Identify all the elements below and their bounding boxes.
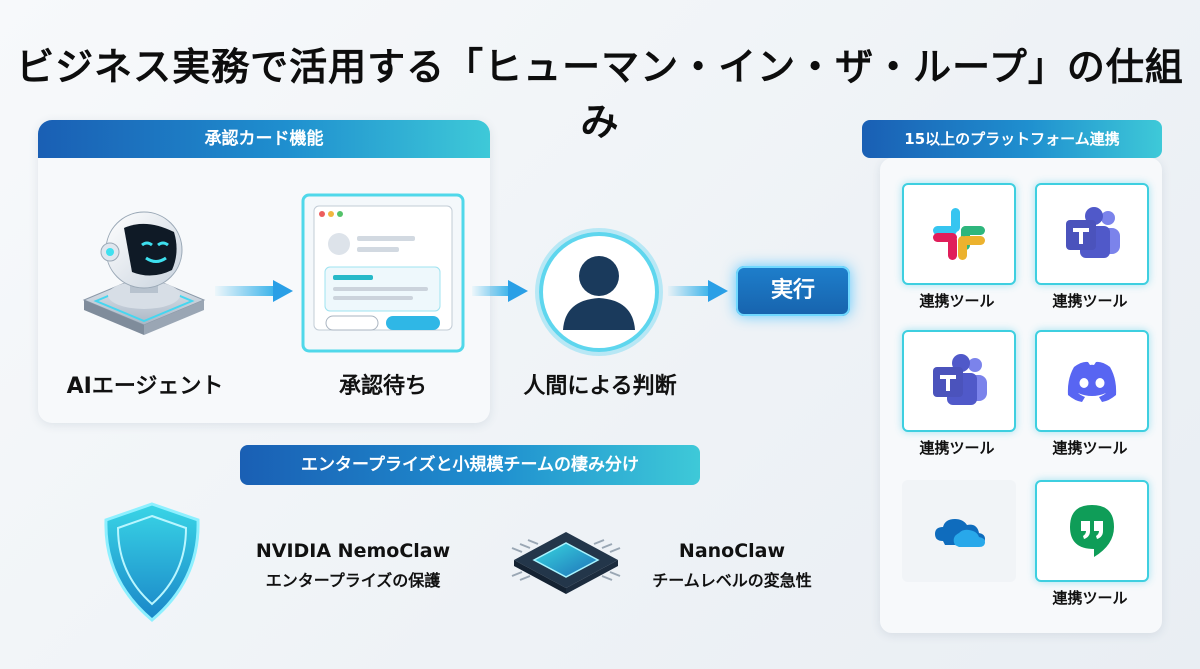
flow-arrow-3 <box>668 280 728 302</box>
step-label-awaiting-approval: 承認待ち <box>338 374 427 399</box>
flow-arrow-1 <box>215 280 293 302</box>
approval-card-icon <box>300 192 466 354</box>
product-name-nanoclaw: NanoClaw <box>678 540 786 562</box>
platform-label: 連携ツール <box>1052 439 1128 457</box>
teams-icon <box>1066 207 1120 258</box>
person-icon <box>535 228 663 356</box>
product-desc-nemoclaw: エンタープライズの保護 <box>265 571 441 590</box>
chip-icon <box>498 508 634 612</box>
onedrive-icon <box>935 519 985 547</box>
step-label-human-judgment: 人間による判断 <box>523 374 677 399</box>
execute-badge: 実行 <box>736 266 850 316</box>
teams-icon <box>933 354 987 405</box>
product-desc-nanoclaw: チームレベルの変急性 <box>652 571 812 590</box>
step-label-ai-agent: AIエージェント <box>66 374 224 399</box>
platform-tile-onedrive <box>902 480 1016 582</box>
shield-icon <box>98 500 206 624</box>
split-section-header: エンタープライズと小規模チームの棲み分け <box>240 445 700 485</box>
robot-icon <box>74 200 214 340</box>
discord-icon <box>1067 361 1117 402</box>
hangouts-icon <box>1070 505 1114 557</box>
platform-label: 連携ツール <box>919 292 995 310</box>
platform-tile-slack <box>902 183 1016 285</box>
platform-panel-header: 15以上のプラットフォーム連携 <box>862 120 1162 158</box>
page-title: ビジネス実務で活用する「ヒューマン・イン・ザ・ループ」の仕組み <box>16 45 1184 144</box>
platform-label: 連携ツール <box>1052 589 1128 607</box>
platform-tile-hangouts <box>1035 480 1149 582</box>
platform-tile-discord <box>1035 330 1149 432</box>
platform-label: 連携ツール <box>1052 292 1128 310</box>
slack-icon <box>933 208 985 260</box>
approval-panel-header: 承認カード機能 <box>38 120 490 158</box>
platform-tile-teams <box>1035 183 1149 285</box>
product-name-nemoclaw: NVIDIA NemoClaw <box>255 540 451 562</box>
platform-tile-teams <box>902 330 1016 432</box>
platform-label: 連携ツール <box>919 439 995 457</box>
flow-arrow-2 <box>472 280 528 302</box>
